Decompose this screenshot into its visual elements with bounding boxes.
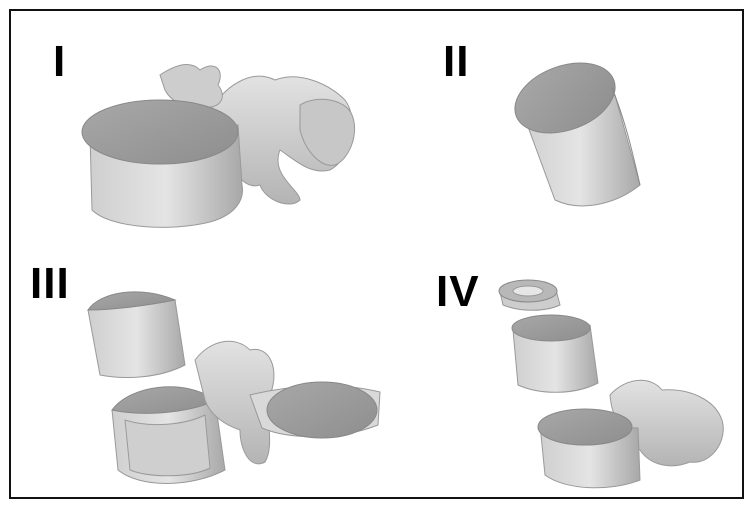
- panel-3-separated-parts: [88, 292, 380, 484]
- panel-label-1: I: [53, 40, 66, 84]
- panel-1-vertebra: [82, 65, 355, 228]
- panel-label-3: III: [30, 262, 70, 306]
- panel-label-2: II: [443, 40, 469, 84]
- panel-4-assembled-model: [499, 280, 723, 488]
- panel-label-4: IV: [436, 270, 480, 314]
- panel-2-cylinder: [505, 50, 640, 206]
